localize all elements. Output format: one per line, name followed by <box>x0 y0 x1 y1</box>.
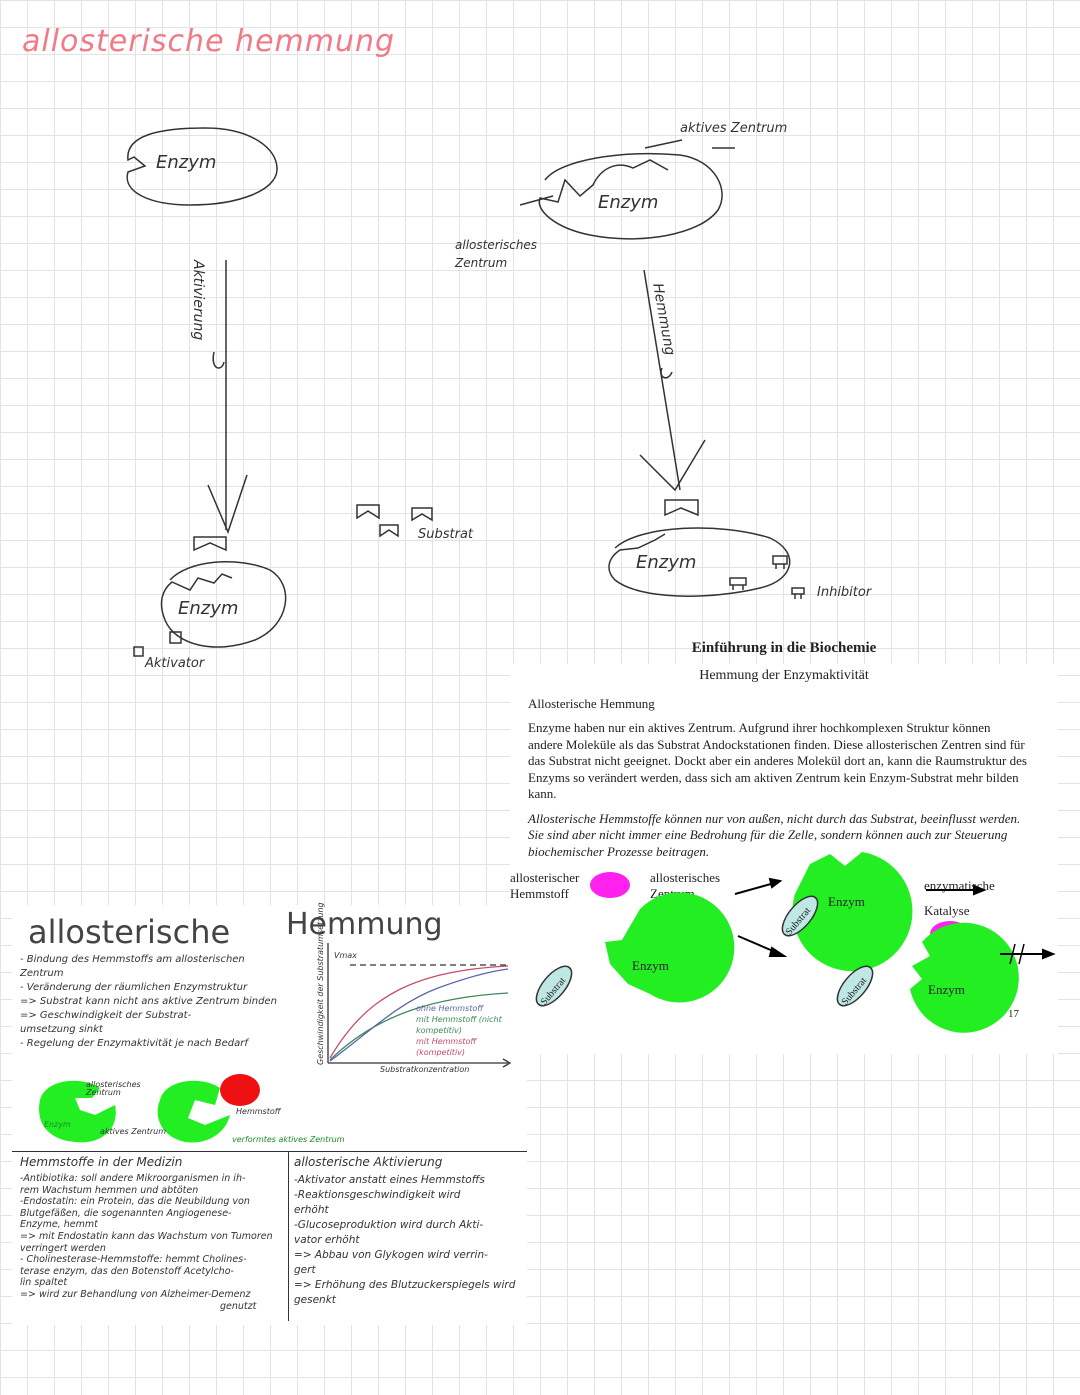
note-bullets: - Bindung des Hemmstoffs am allosterisch… <box>20 953 282 1051</box>
graph-xlabel: Substratkonzentration <box>380 1065 470 1074</box>
substrate-right <box>664 499 699 517</box>
activation-line: vator erhöht <box>294 1234 360 1246</box>
note-bullet-1: - Bindung des Hemmstoffs am allosterisch… <box>20 954 245 979</box>
book-excerpt: Hemmung der Enzymaktivität Allosterische… <box>510 664 1058 1054</box>
medicine-line: -Antibiotika: soll andere Mikroorganisme… <box>20 1173 246 1184</box>
inhibitor-magenta <box>590 872 630 898</box>
enzyme-outline-right-bottom <box>608 527 791 597</box>
legend-item-1: ohne Hemmstoff <box>416 1004 483 1013</box>
medicine-line: terase enzym, das den Botenstoff Acetylc… <box>20 1265 234 1277</box>
substrate-middle-1 <box>356 504 380 520</box>
enzyme-outline-left-top <box>126 127 278 206</box>
substrate-oval-2 <box>781 895 819 937</box>
activation-line: -Aktivator anstatt eines Hemmstoffs <box>294 1174 485 1186</box>
note-deformed-center: verformtes aktives Zentrum <box>232 1135 345 1144</box>
note-column-divider <box>288 1151 289 1321</box>
enzyme-outline-left-bottom <box>160 561 287 648</box>
graph-vmax: Vmax <box>334 951 357 960</box>
activation-list: -Aktivator anstatt eines Hemmstoffs -Rea… <box>294 1173 524 1308</box>
enzyme-green-3 <box>910 922 1019 1033</box>
activation-title: allosterische Aktivierung <box>294 1155 443 1169</box>
activation-line: -Reaktionsgeschwindigkeit wird <box>294 1189 461 1201</box>
note-bullet-5: - Regelung der Enzymaktivität je nach Be… <box>20 1038 248 1049</box>
note-bullet-4: umsetzung sinkt <box>20 1024 103 1035</box>
medicine-line: => mit Endostatin kann das Wachstum von … <box>20 1230 273 1242</box>
note-bullet-2: - Veränderung der räumlichen Enzymstrukt… <box>20 982 248 993</box>
substrate-middle-2 <box>379 524 399 538</box>
medicine-line: verringert werden <box>20 1242 106 1254</box>
page-number: 17 <box>1008 1008 1019 1020</box>
inhibition-arrow <box>643 269 681 491</box>
active-center-label: aktives Zentrum <box>680 121 788 136</box>
page-title: allosterische hemmung <box>22 24 396 59</box>
substrate-oval-1 <box>535 965 573 1007</box>
note-allosteric-center: allosterisches Zentrum <box>86 1080 141 1097</box>
activation-line: -Glucoseproduktion wird durch Akti- <box>294 1219 484 1231</box>
note-bullet-3: => Substrat kann nicht ans aktive Zentru… <box>20 996 277 1021</box>
medicine-line: - Cholinesterase-Hemmstoffe: hemmt Choli… <box>20 1254 247 1266</box>
substrate-left <box>193 536 227 552</box>
enzyme-outline-right-top <box>538 152 723 240</box>
allosteric-center-label: allosterisches Zentrum <box>455 238 538 270</box>
inhibitor-bound-1 <box>729 577 747 590</box>
note-card: allosterische Hemmung - Bindung des Hemm… <box>12 902 527 1325</box>
activator-free <box>133 646 144 657</box>
activation-line: erhöht <box>294 1204 329 1216</box>
medicine-list: -Antibiotika: soll andere Mikroorganisme… <box>20 1173 288 1312</box>
activation-line: gesenkt <box>294 1294 336 1306</box>
book-diagram <box>535 852 1056 1033</box>
enzyme-green-2 <box>792 852 913 972</box>
medicine-title: Hemmstoffe in der Medizin <box>20 1155 183 1169</box>
inhibitor-legend <box>791 587 805 599</box>
activation-line: => Abbau von Glykogen wird verrin- <box>294 1249 488 1261</box>
medicine-line: rem Wachstum hemmen und abtöten <box>20 1184 199 1196</box>
substrate-label: Substrat <box>418 527 474 542</box>
note-divider <box>12 1151 527 1152</box>
legend-item-3: mit Hemmstoff (kompetitiv) <box>416 1037 477 1057</box>
medicine-line: -Endostatin: ein Protein, das die Neubil… <box>20 1196 250 1208</box>
book-subtitle: Hemmung der Enzymaktivität <box>699 668 869 683</box>
substrate-middle-3 <box>411 507 433 522</box>
label-allosteric-inhibitor: allosterischer Hemmstoff <box>510 870 580 901</box>
activator-bound <box>169 631 182 644</box>
activator-label: Aktivator <box>145 656 205 671</box>
medicine-line: => wird zur Behandlung von Alzheimer-Dem… <box>20 1288 251 1300</box>
activation-line: gert <box>294 1264 316 1276</box>
note-enzyme-diagram <box>39 1074 260 1143</box>
medicine-line: lin spaltet <box>20 1277 68 1289</box>
enzyme-label-1: Enzym <box>632 958 669 973</box>
note-active-center: aktives Zentrum <box>100 1127 167 1136</box>
enzyme-label-2: Enzym <box>828 894 865 909</box>
enzyme-label-3: Enzym <box>928 982 965 997</box>
book-title: Einführung in die Biochemie <box>691 640 877 656</box>
substrate-oval-3 <box>836 965 874 1007</box>
inhibitor-bound-2 <box>772 555 788 569</box>
book-paragraph-1: Enzyme haben nur ein aktives Zentrum. Au… <box>528 720 1027 801</box>
activation-label: Aktivierung <box>190 260 206 341</box>
note-inhibitor: Hemmstoff <box>236 1107 281 1116</box>
enzyme-green-1 <box>605 892 735 1003</box>
enzyme-label-right-bottom: Enzym <box>636 552 697 573</box>
activation-line: => Erhöhung des Blutzuckerspiegels wird <box>294 1279 516 1291</box>
book-section: Allosterische Hemmung <box>528 696 655 711</box>
rate-graph <box>327 943 512 1068</box>
graph-ylabel: Geschwindigkeit der Substratumsetzung <box>316 902 325 1065</box>
note-title-a: allosterische <box>28 913 231 951</box>
medicine-line: genutzt <box>220 1300 257 1312</box>
graph-legend: ohne Hemmstoff mit Hemmstoff (nicht komp… <box>416 1003 516 1058</box>
enzyme-label-left-top: Enzym <box>156 152 217 173</box>
medicine-line: Enzyme, hemmt <box>20 1219 98 1231</box>
book-paragraph-2: Allosterische Hemmstoffe können nur von … <box>528 810 1021 859</box>
enzyme-label-right-top: Enzym <box>598 192 659 213</box>
inhibitor-label: Inhibitor <box>817 585 872 600</box>
enzyme-label-left-bottom: Enzym <box>178 598 239 619</box>
medicine-line: Blutgefäßen, die sogenannten Angiogenese… <box>20 1207 232 1219</box>
legend-item-2: mit Hemmstoff (nicht kompetitiv) <box>416 1015 502 1035</box>
note-enzyme: Enzym <box>44 1120 71 1129</box>
note-title-b: Hemmung <box>286 907 443 942</box>
